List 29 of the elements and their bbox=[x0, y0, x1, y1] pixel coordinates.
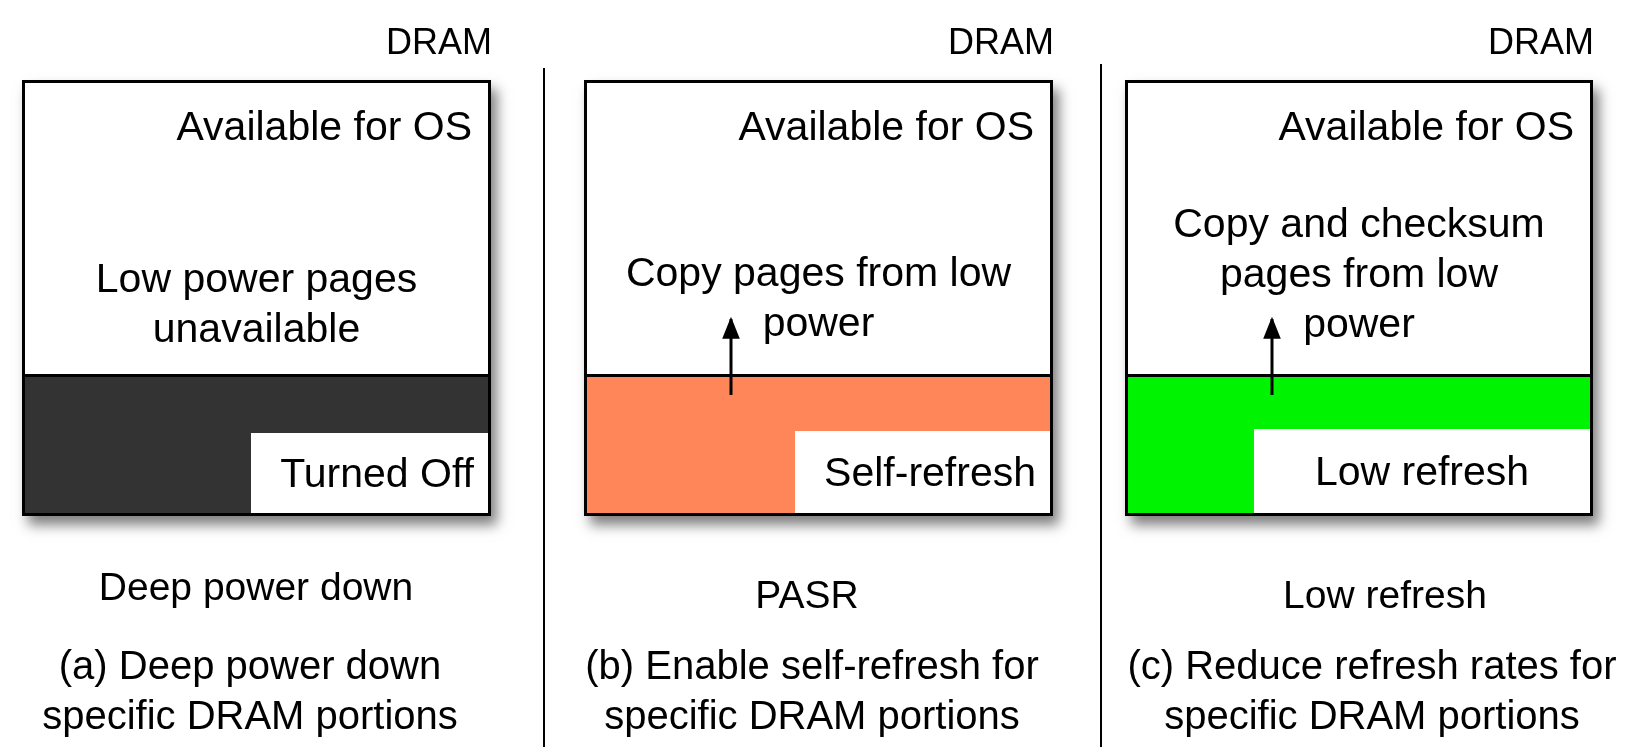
region-label: Available for OS bbox=[176, 102, 472, 151]
region-label: Available for OS bbox=[738, 102, 1034, 151]
state-tag bbox=[795, 431, 1050, 513]
region-note: Copy pages from low power bbox=[624, 248, 1013, 347]
mode-name: Low refresh bbox=[1282, 572, 1488, 618]
panel-caption: (a) Deep power down specific DRAM portions bbox=[41, 642, 459, 739]
memory-band bbox=[1128, 377, 1590, 513]
memory-band bbox=[25, 377, 488, 513]
state-label: Low refresh bbox=[1314, 447, 1530, 495]
memory-label: DRAM bbox=[386, 21, 492, 63]
memory-region bbox=[25, 83, 488, 377]
memory-label: DRAM bbox=[948, 21, 1054, 63]
region-note: Copy and checksum pages from low power bbox=[1172, 199, 1546, 348]
state-tag bbox=[251, 433, 488, 513]
arrow bbox=[722, 316, 740, 395]
mode-name: Deep power down bbox=[97, 564, 415, 610]
memory-band bbox=[587, 377, 1050, 513]
panel-caption: (c) Reduce refresh rates for specific DRAM portions bbox=[1126, 642, 1618, 739]
arrow bbox=[1263, 316, 1281, 395]
memory-label: DRAM bbox=[1488, 21, 1594, 63]
state-tag bbox=[1254, 429, 1590, 513]
panel-caption: (b) Enable self-refresh for specific DRAM portions bbox=[584, 642, 1040, 739]
state-label: Self-refresh bbox=[824, 448, 1036, 496]
state-label: Turned Off bbox=[280, 449, 474, 497]
memory-region bbox=[1128, 83, 1590, 377]
region-note: Low power pages unavailable bbox=[94, 254, 419, 353]
memory-region bbox=[587, 83, 1050, 377]
region-label: Available for OS bbox=[1278, 102, 1574, 151]
mode-name: PASR bbox=[754, 572, 860, 618]
